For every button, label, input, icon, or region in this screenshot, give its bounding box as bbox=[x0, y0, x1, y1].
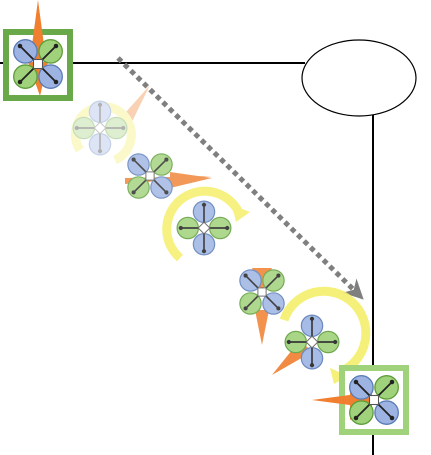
drone-pose-2 bbox=[67, 85, 150, 165]
drone-pose-3 bbox=[125, 153, 212, 199]
trajectory-arrow bbox=[116, 56, 364, 300]
drone-pose-5 bbox=[239, 268, 285, 345]
drone-pose-end bbox=[312, 365, 409, 435]
drone-pose-start bbox=[3, 0, 73, 101]
corner-ellipse bbox=[301, 39, 417, 117]
drone-pose-4 bbox=[162, 186, 250, 262]
